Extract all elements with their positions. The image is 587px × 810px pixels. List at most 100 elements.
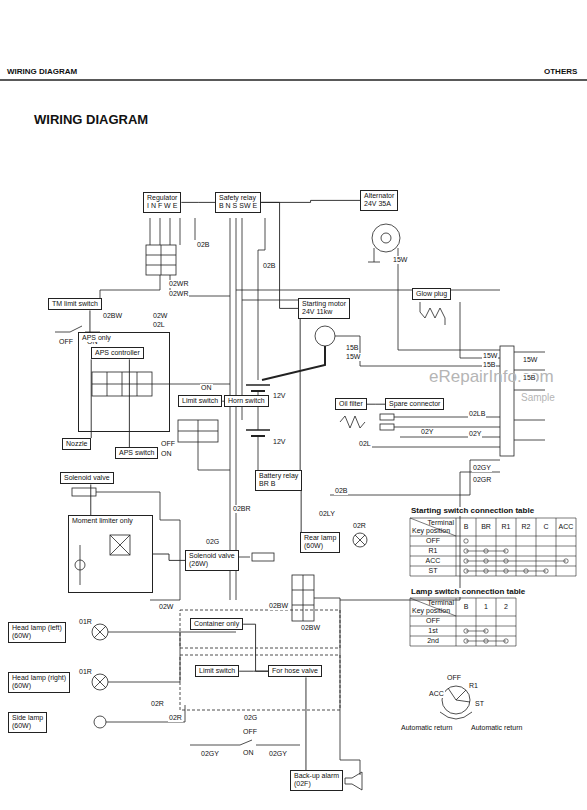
wire-stroke	[484, 549, 488, 553]
wire-stroke	[94, 676, 106, 688]
wire-stroke	[345, 772, 362, 790]
wire-stroke	[72, 488, 96, 496]
wire-stroke	[504, 549, 508, 553]
wire-stroke	[106, 705, 185, 722]
wire-code: 02Y	[468, 430, 482, 438]
component-name: Limit switch	[182, 397, 218, 405]
wire-stroke	[380, 424, 394, 430]
wire-stroke	[564, 559, 568, 563]
wire-stroke	[92, 624, 108, 640]
wire-code: 12V	[272, 392, 286, 400]
wire-stroke	[394, 427, 500, 428]
wire-stroke	[236, 290, 500, 291]
wire-code: 15W	[482, 352, 498, 360]
wire-connector	[89, 310, 90, 332]
wire-stroke	[496, 598, 497, 646]
component-box: Horn switch	[224, 395, 269, 407]
wire-code: Lamp switch connection table	[410, 588, 526, 597]
component-box: Limit switch	[178, 395, 222, 407]
table-cell: C	[542, 523, 549, 531]
wire-stroke	[360, 447, 500, 448]
wire-connector	[239, 671, 268, 672]
component-box: Container only	[190, 618, 243, 630]
wire-code: ON	[160, 450, 173, 458]
component-box: Head lamp (right)(60W)	[8, 672, 70, 693]
wire-code: 15B	[345, 344, 359, 352]
wire-stroke	[464, 639, 468, 643]
wire-stroke	[410, 598, 411, 646]
wire-connector	[300, 319, 301, 470]
wire-stroke	[466, 561, 566, 562]
component-box: Back-up alarm(02F)	[290, 770, 343, 791]
component-box: Battery relayBR B	[255, 470, 302, 491]
wire-code: 15W	[522, 356, 538, 364]
wire-stroke	[514, 352, 545, 353]
table-cell: R1	[501, 523, 512, 531]
component-box: Side lamp(60W)	[8, 712, 47, 733]
wire-stroke	[442, 686, 470, 714]
regulator-wiring	[100, 218, 500, 600]
wire-stroke	[544, 569, 548, 573]
wire-code: Automatic return	[400, 724, 453, 732]
table-cell: R2	[521, 523, 532, 531]
component-box: Solenoid valve(26W)	[185, 550, 239, 571]
wire-stroke	[170, 218, 171, 245]
wire-stroke	[178, 420, 218, 442]
wire-stroke	[420, 302, 445, 325]
component-name: For hose valve	[272, 667, 318, 675]
wire-stroke	[292, 605, 314, 606]
solenoid-coil	[72, 488, 180, 600]
wire-stroke	[380, 414, 394, 420]
wire-stroke	[464, 549, 468, 553]
component-box: Rear lamp(60W)	[300, 532, 340, 553]
wire-stroke	[96, 492, 180, 600]
wire-stroke	[92, 674, 108, 690]
wire-stroke	[410, 626, 516, 627]
wire-code: OFF	[446, 674, 462, 682]
table-cell: ACC	[425, 557, 442, 565]
wire-stroke	[556, 518, 557, 576]
component-box: Alternator24V 35A	[360, 190, 398, 211]
wire-code: 02Y	[420, 428, 434, 436]
table-cell: ST	[428, 567, 439, 575]
wire-code: R1	[468, 682, 479, 690]
wire-stroke	[110, 535, 130, 555]
wire-stroke	[576, 518, 577, 576]
wire-stroke	[230, 218, 231, 600]
wire-code: 01R	[78, 618, 93, 626]
wire-stroke	[355, 535, 365, 545]
wire-stroke	[410, 616, 516, 617]
wire-code: OFF	[160, 440, 176, 448]
wire-connector	[129, 359, 130, 447]
wire-stroke	[440, 712, 472, 719]
wire-stroke	[516, 518, 517, 576]
starting-switch-sketch	[440, 686, 472, 719]
component-rating: 24V 11kw	[302, 308, 332, 316]
component-name: Oil filter	[339, 400, 363, 408]
component-name: Battery relay	[259, 472, 298, 480]
aps-controller-pins	[92, 372, 230, 396]
wire-stroke	[75, 560, 85, 570]
wire-code: 02WR	[168, 280, 189, 288]
rear-lamp-symbol	[353, 533, 367, 547]
component-name: Glow plug	[416, 290, 447, 298]
table-cell: B	[463, 523, 470, 531]
wire-stroke	[496, 518, 497, 576]
component-rating: I N F W E	[147, 202, 177, 210]
wire-stroke	[476, 518, 477, 576]
component-name: Limit switch	[199, 667, 235, 675]
wire-connector	[243, 624, 268, 671]
table-cell: OFF	[425, 617, 441, 625]
wire-code: 02R	[352, 522, 367, 530]
wire-stroke	[94, 716, 106, 728]
wire-stroke	[410, 566, 576, 567]
wire-code: 15B	[522, 374, 536, 382]
wire-connector	[91, 359, 92, 438]
wire-stroke	[504, 569, 508, 573]
wire-stroke	[368, 262, 380, 263]
component-rating: 24V 35A	[364, 200, 391, 208]
wire-stroke	[466, 571, 546, 572]
component-name: Safety relay	[219, 194, 256, 202]
diagram-title: WIRING DIAGRAM	[34, 112, 148, 127]
wire-stroke	[524, 569, 528, 573]
